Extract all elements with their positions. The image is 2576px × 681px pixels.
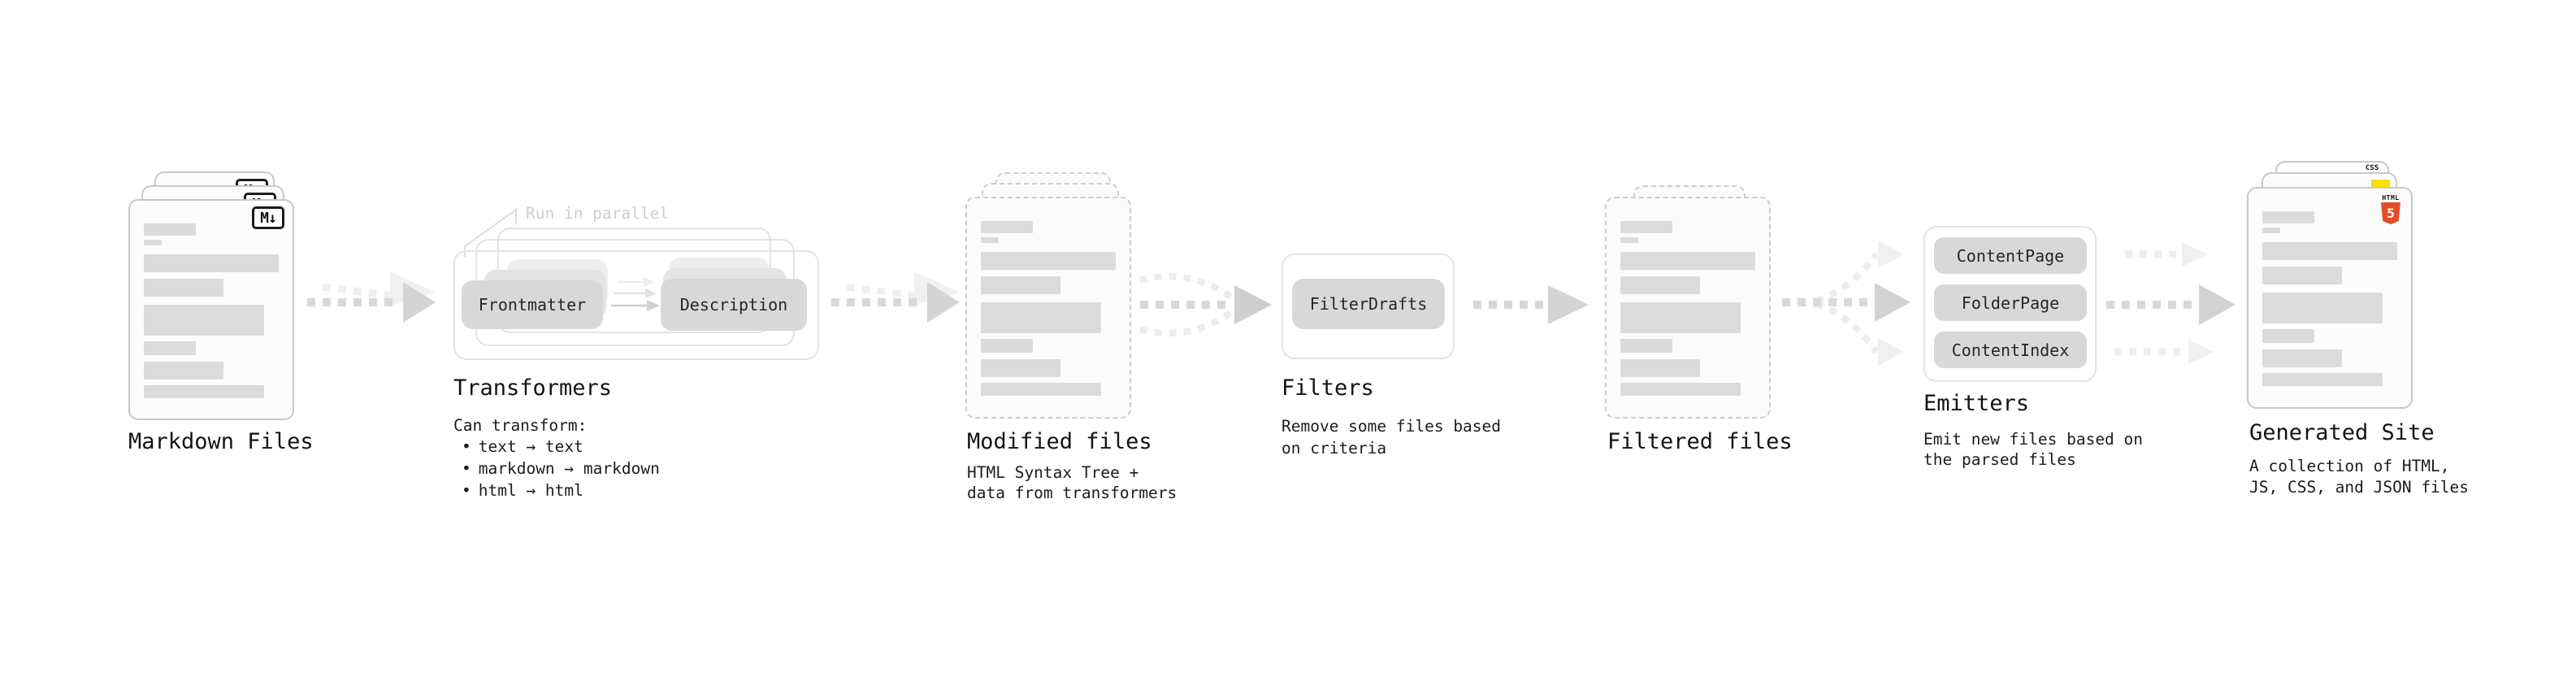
javascript-icon	[2371, 180, 2390, 189]
bullet-text: html → html	[478, 481, 583, 500]
flow-arrow-filters-to-filtered	[1473, 285, 1589, 324]
flow-arrows-emitters-to-generated	[2106, 242, 2236, 364]
markdown-icon: M↓	[252, 206, 284, 229]
modified-doc-front	[965, 197, 1131, 419]
frontmatter-pill: Frontmatter	[462, 280, 603, 329]
transformers-bullet-list: • text → text • markdown → markdown • ht…	[462, 436, 660, 501]
emitters-description: Emit new files based on the parsed files	[1923, 430, 2144, 469]
bullet-item: • markdown → markdown	[462, 458, 660, 479]
filterdrafts-pill: FilterDrafts	[1292, 279, 1445, 329]
stage-label-markdown-files: Markdown Files	[128, 429, 314, 454]
bullet-item: • text → text	[462, 436, 660, 458]
flow-arrow-markdown-to-transformers	[307, 271, 436, 323]
run-in-parallel-note: Run in parallel	[526, 204, 670, 223]
stage-label-emitters: Emitters	[1923, 391, 2030, 416]
contentpage-pill: ContentPage	[1934, 237, 2087, 274]
folderpage-pill: FolderPage	[1934, 284, 2087, 321]
generated-site-description: A collection of HTML, JS, CSS, and JSON …	[2249, 457, 2470, 497]
stage-label-generated-site: Generated Site	[2249, 420, 2435, 445]
doc-content-placeholder	[981, 221, 1116, 396]
filtered-doc-front	[1605, 197, 1771, 419]
transformers-intro: Can transform:	[453, 416, 588, 435]
stage-label-modified-files: Modified files	[967, 429, 1152, 454]
filters-description: Remove some files based on criteria	[1281, 417, 1502, 458]
bullet-icon: •	[462, 459, 471, 478]
doc-content-placeholder	[144, 223, 279, 398]
generated-doc-html: HTML 5	[2247, 187, 2413, 409]
modified-files-description: HTML Syntax Tree + data from transformer…	[967, 463, 1177, 502]
stage-label-transformers: Transformers	[453, 375, 613, 401]
bullet-text: text → text	[478, 437, 583, 456]
emitters-panel	[1923, 226, 2097, 382]
html5-icon: HTML 5	[2380, 194, 2401, 224]
bullet-item: • html → html	[462, 479, 660, 501]
stage-label-filters: Filters	[1281, 375, 1374, 401]
description-pill: Description	[661, 279, 807, 331]
bullet-text: markdown → markdown	[478, 459, 660, 478]
markdown-doc-front: M↓	[128, 199, 294, 420]
bullet-icon: •	[462, 437, 471, 456]
fan-out-arrow-filtered-to-emitters	[1782, 241, 1910, 366]
flow-arrow-transformers-to-modified	[831, 271, 960, 323]
transformers-panel-front	[453, 250, 819, 360]
bullet-icon: •	[462, 481, 471, 500]
stage-label-filtered-files: Filtered files	[1607, 429, 1793, 454]
pill-transform-arrows	[611, 277, 660, 311]
contentindex-pill: ContentIndex	[1934, 332, 2087, 368]
doc-content-placeholder	[1620, 221, 1755, 396]
fan-in-arrow-modified-to-filters	[1138, 273, 1272, 336]
filters-panel	[1281, 254, 1455, 359]
doc-content-placeholder	[2262, 211, 2397, 386]
